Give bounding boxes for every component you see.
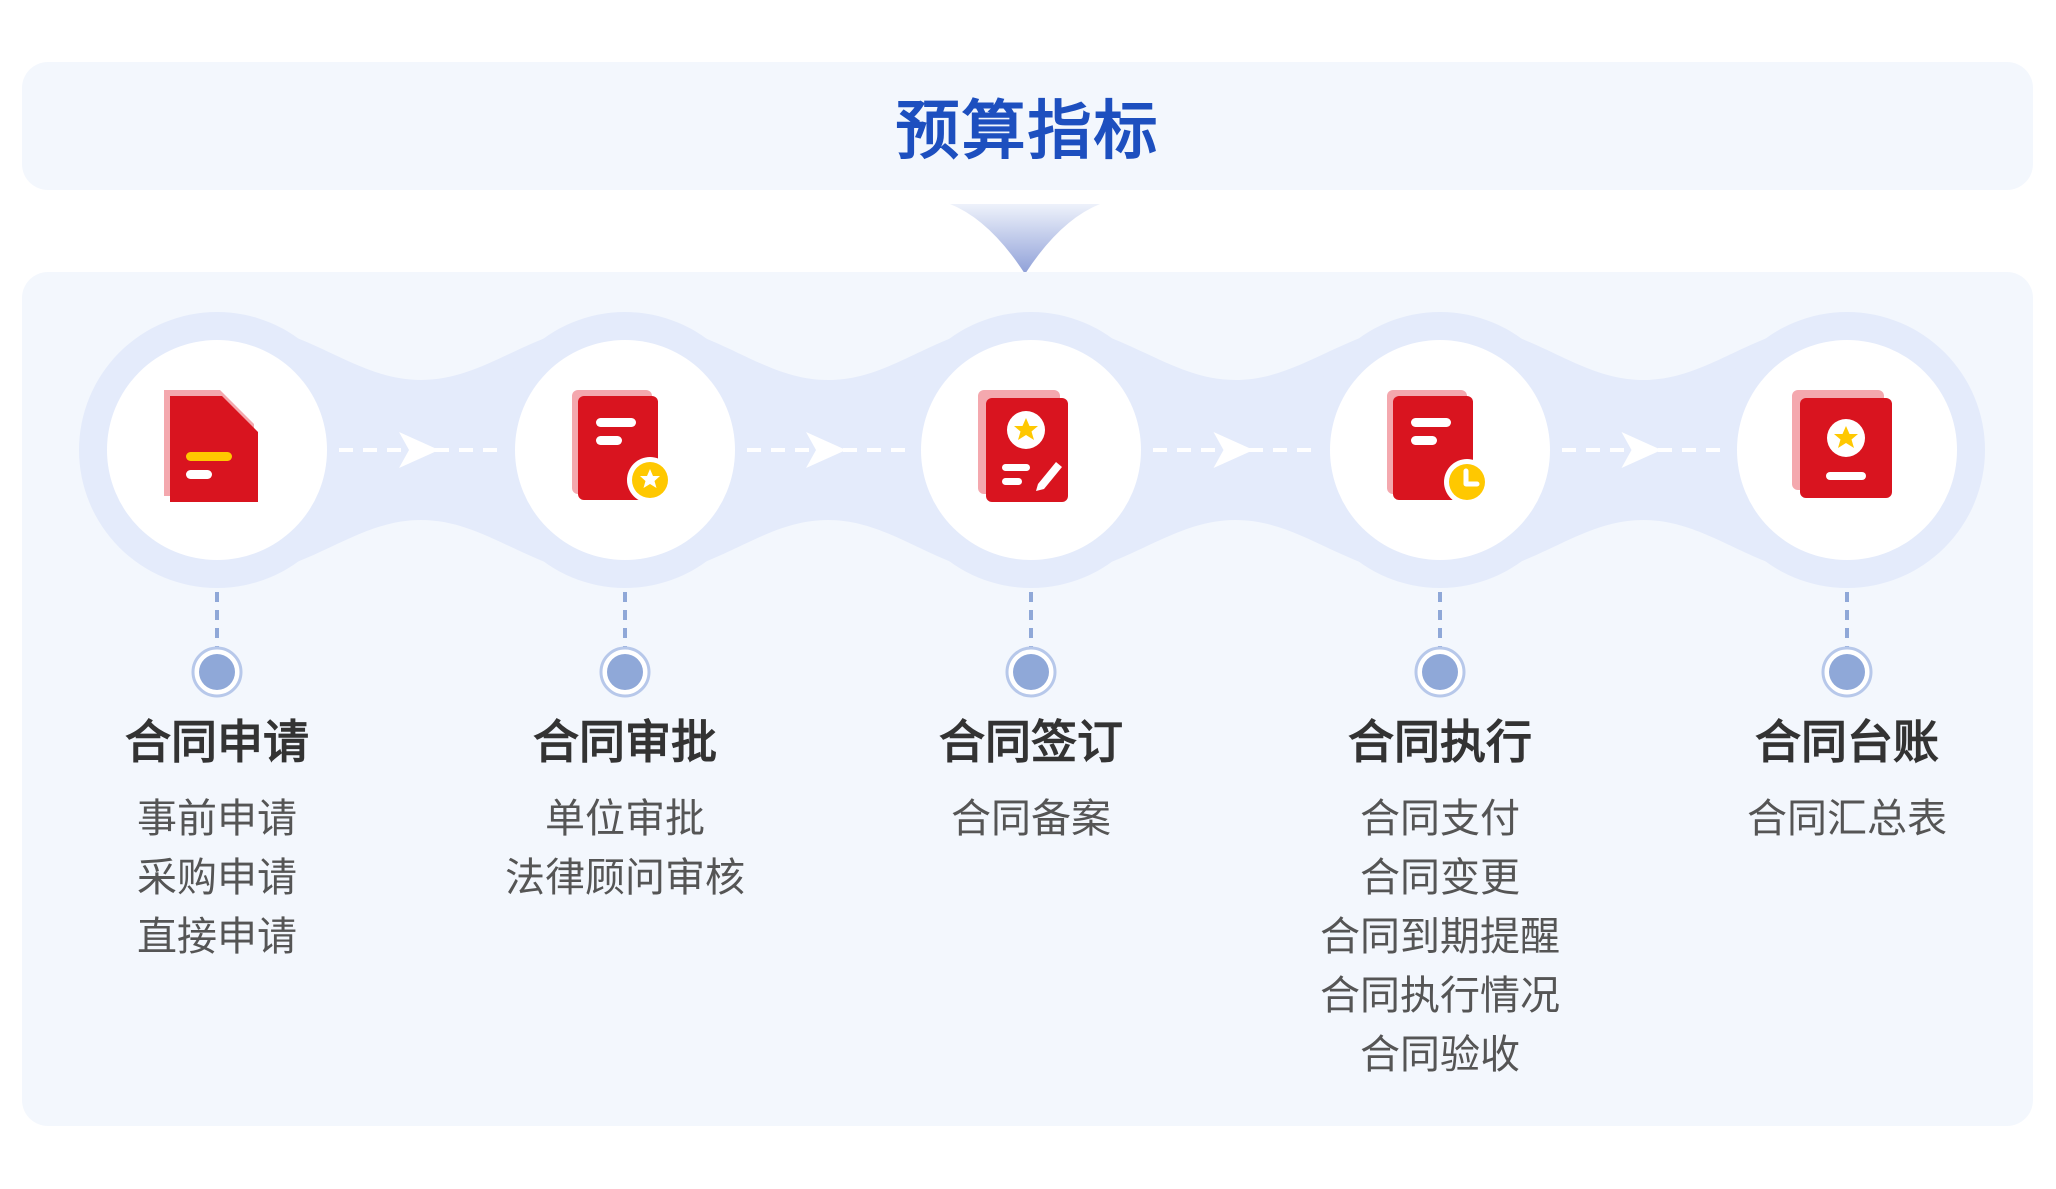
process-panel (22, 272, 2033, 1126)
stage-item: 合同验收 (1360, 1032, 1520, 1079)
stage-item: 合同到期提醒 (1320, 914, 1560, 961)
stage-item-list: 合同备案 (851, 790, 1211, 849)
stage-item-list: 事前申请采购申请直接申请 (37, 790, 397, 967)
stage-item: 合同汇总表 (1747, 796, 1947, 843)
stage-title: 合同签订 (939, 715, 1123, 769)
stage-item: 直接申请 (137, 914, 297, 961)
budget-indicator-title: 预算指标 (895, 95, 1160, 169)
stage-column: 合同申请事前申请采购申请直接申请 (37, 715, 397, 967)
stage-item-list: 单位审批法律顾问审核 (445, 790, 805, 908)
stage-title: 合同台账 (1755, 715, 1939, 769)
stage-column: 合同执行合同支付合同变更合同到期提醒合同执行情况合同验收 (1260, 715, 1620, 1085)
stage-item: 合同备案 (951, 796, 1111, 843)
stage-item: 采购申请 (137, 855, 297, 902)
stage-title: 合同审批 (533, 715, 717, 769)
stage-item: 法律顾问审核 (505, 855, 745, 902)
stage-item: 单位审批 (545, 796, 705, 843)
stage-item-list: 合同汇总表 (1667, 790, 2027, 849)
top-band: 预算指标 (22, 62, 2033, 190)
stage-column: 合同签订合同备案 (851, 715, 1211, 849)
stage-column: 合同台账合同汇总表 (1667, 715, 2027, 849)
stage-title: 合同申请 (125, 715, 309, 769)
down-arrow-icon (950, 204, 1100, 274)
stage-item: 合同变更 (1360, 855, 1520, 902)
stage-title: 合同执行 (1348, 715, 1532, 769)
stage-item-list: 合同支付合同变更合同到期提醒合同执行情况合同验收 (1260, 790, 1620, 1085)
stage-column: 合同审批单位审批法律顾问审核 (445, 715, 805, 908)
stage-item: 事前申请 (137, 796, 297, 843)
stage-item: 合同支付 (1360, 796, 1520, 843)
stage-item: 合同执行情况 (1320, 973, 1560, 1020)
